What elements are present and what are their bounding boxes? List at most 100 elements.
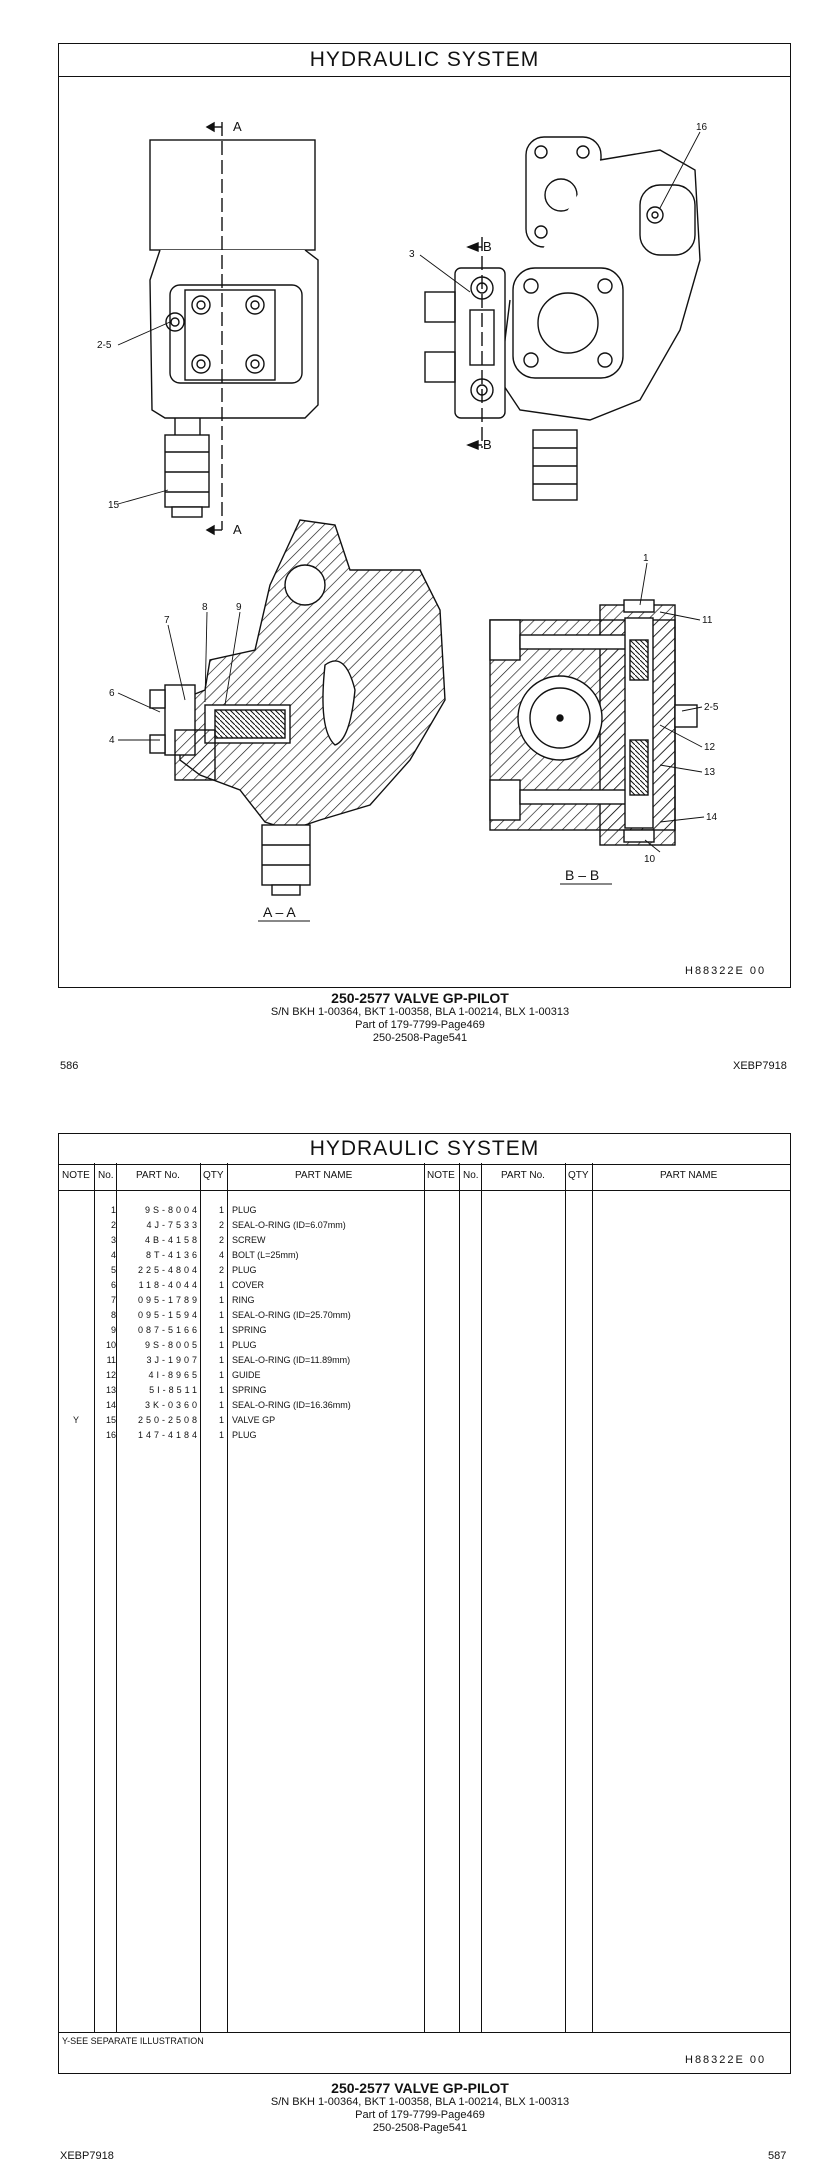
col-divider — [227, 1163, 228, 2032]
callout-12: 12 — [704, 742, 716, 753]
page1-number: 586 — [60, 1060, 79, 1072]
part-no-cell: 3J-1907 — [146, 1355, 200, 1365]
header-no-left: No. — [98, 1170, 114, 1181]
callout-2-5-top: 2-5 — [97, 340, 112, 351]
callout-2-5-bottom: 2-5 — [704, 702, 719, 713]
col-divider — [200, 1163, 201, 2032]
part-name-cell: VALVE GP — [232, 1415, 276, 1425]
callout-15: 15 — [108, 500, 120, 511]
part-no-cell: 5I-8511 — [149, 1385, 200, 1395]
no-cell: 12 — [105, 1370, 116, 1380]
no-cell: 5 — [110, 1265, 116, 1275]
part-name-cell: PLUG — [232, 1430, 257, 1440]
caption-part-of: Part of 179-7799-Page469 — [355, 2109, 485, 2121]
page2-footnote: Y-SEE SEPARATE ILLUSTRATION — [62, 2036, 204, 2046]
page1-drawing-code: H88322E 00 — [685, 965, 767, 977]
caption-part-of: Part of 179-7799-Page469 — [355, 1019, 485, 1031]
part-no-cell: 095-1594 — [137, 1310, 200, 1320]
header-note-left: NOTE — [62, 1170, 90, 1181]
no-cell: 3 — [110, 1235, 116, 1245]
callout-3: 3 — [409, 249, 415, 260]
no-cell: 16 — [105, 1430, 116, 1440]
page2-number: 587 — [768, 2150, 787, 2162]
col-divider — [481, 1163, 482, 2032]
col-divider — [116, 1163, 117, 2032]
part-no-cell: 8T-4136 — [145, 1250, 200, 1260]
qty-cell: 1 — [218, 1295, 224, 1305]
section-a-top: A — [233, 119, 242, 134]
page1-frame: HYDRAULIC SYSTEM — [58, 43, 791, 988]
part-no-cell: 9S-8004 — [144, 1205, 200, 1215]
part-name-cell: SEAL-O-RING (ID=25.70mm) — [232, 1310, 351, 1320]
part-no-cell: 3K-0360 — [144, 1400, 200, 1410]
page1-doc-code: XEBP7918 — [733, 1060, 787, 1072]
qty-cell: 1 — [218, 1340, 224, 1350]
header-partname-left: PART NAME — [295, 1170, 353, 1181]
no-cell: 8 — [110, 1310, 116, 1320]
part-name-cell: SCREW — [232, 1235, 266, 1245]
front-view — [424, 136, 701, 501]
part-no-cell: 4I-8965 — [148, 1370, 200, 1380]
note-cell: Y — [72, 1415, 79, 1425]
part-no-cell: 4B-4158 — [144, 1235, 200, 1245]
caption-ref: 250-2508-Page541 — [372, 2122, 468, 2134]
callout-labels: 16 3 2-5 15 7 8 9 6 4 1 11 2-5 12 13 14 … — [97, 119, 719, 920]
part-no-cell: 118-4044 — [138, 1280, 200, 1290]
part-no-cell: 9S-8005 — [144, 1340, 200, 1350]
no-cell: 15 — [105, 1415, 116, 1425]
part-name-cell: SPRING — [232, 1325, 267, 1335]
caption-ref: 250-2508-Page541 — [372, 1032, 468, 1044]
page2-frame: HYDRAULIC SYSTEM — [58, 1133, 791, 2074]
header-partname-right: PART NAME — [660, 1170, 718, 1181]
part-name-cell: SEAL-O-RING (ID=16.36mm) — [232, 1400, 351, 1410]
callout-7: 7 — [164, 615, 170, 626]
caption-serial: S/N BKH 1-00364, BKT 1-00358, BLA 1-0021… — [270, 2096, 570, 2108]
section-bb — [489, 599, 698, 846]
header-partno-left: PART No. — [136, 1170, 180, 1181]
qty-cell: 2 — [218, 1220, 224, 1230]
no-cell: 11 — [106, 1355, 116, 1365]
part-no-cell: 4J-7533 — [146, 1220, 200, 1230]
col-divider — [459, 1163, 460, 2032]
callout-8: 8 — [202, 602, 208, 613]
section-a-bottom: A — [233, 522, 242, 537]
no-cell: 10 — [105, 1340, 116, 1350]
page2-caption: 250-2577 VALVE GP-PILOT S/N BKH 1-00364,… — [0, 2080, 840, 2135]
part-no-cell: 095-1789 — [137, 1295, 200, 1305]
section-b-top: B — [483, 239, 492, 254]
section-b-bottom: B — [483, 437, 492, 452]
col-divider — [592, 1163, 593, 2032]
qty-cell: 1 — [218, 1370, 224, 1380]
qty-cell: 1 — [218, 1415, 224, 1425]
qty-cell: 2 — [218, 1235, 224, 1245]
qty-cell: 1 — [218, 1310, 224, 1320]
no-cell: 6 — [110, 1280, 116, 1290]
col-divider — [424, 1163, 425, 2032]
no-cell: 14 — [105, 1400, 116, 1410]
part-no-cell: 087-5166 — [137, 1325, 200, 1335]
leader-lines — [117, 131, 705, 853]
qty-cell: 1 — [218, 1355, 224, 1365]
qty-cell: 1 — [218, 1430, 224, 1440]
qty-cell: 4 — [218, 1250, 224, 1260]
no-cell: 7 — [110, 1295, 116, 1305]
col-divider — [565, 1163, 566, 2032]
section-aa — [149, 519, 446, 896]
callout-13: 13 — [704, 767, 716, 778]
qty-cell: 1 — [218, 1400, 224, 1410]
qty-cell: 1 — [218, 1205, 224, 1215]
qty-cell: 1 — [218, 1280, 224, 1290]
no-cell: 4 — [110, 1250, 116, 1260]
